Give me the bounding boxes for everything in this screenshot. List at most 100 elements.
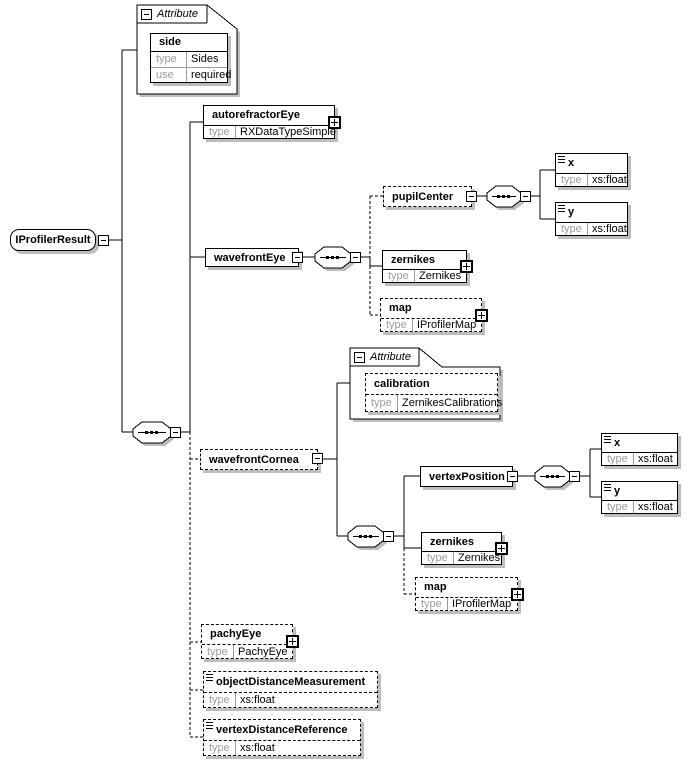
type-value: xs:float [592, 174, 627, 186]
simple-type-icon [604, 436, 611, 444]
element-objectDistanceMeasurement[interactable]: objectDistanceMeasurement type xs:float [203, 671, 378, 708]
type-label: type [556, 223, 588, 235]
element-zernikes[interactable]: zernikes type Zernikes [382, 250, 467, 283]
element-y[interactable]: y type xs:float [601, 481, 678, 514]
type-value: xs:float [592, 223, 627, 235]
expand-icon[interactable] [475, 309, 488, 322]
type-label: type [422, 552, 454, 564]
element-x[interactable]: x type xs:float [555, 153, 628, 187]
element-name: x [614, 437, 621, 449]
collapse-icon[interactable] [466, 191, 477, 202]
expand-icon[interactable] [511, 588, 524, 601]
element-wavefrontCornea[interactable]: wavefrontCornea [200, 449, 318, 470]
element-name: y [614, 485, 621, 497]
element-zernikes[interactable]: zernikes type Zernikes [421, 532, 502, 565]
element-name: y [568, 206, 575, 218]
collapse-icon[interactable] [383, 531, 394, 542]
simple-type-icon [604, 484, 611, 492]
use-value: required [191, 68, 232, 81]
element-name: zernikes [383, 251, 466, 270]
element-name: autorefractorEye [204, 106, 334, 126]
sequence-compositor [534, 465, 573, 490]
type-label: type [381, 319, 413, 331]
element-map[interactable]: map type IProfilerMap [415, 577, 518, 611]
type-value: xs:float [240, 742, 275, 754]
element-y[interactable]: y type xs:float [555, 202, 628, 236]
type-value: IProfilerMap [452, 598, 512, 610]
collapse-icon[interactable] [141, 9, 152, 20]
sequence-compositor [314, 246, 354, 271]
sequence-compositor [132, 421, 174, 446]
element-autorefractorEye[interactable]: autorefractorEye type RXDataTypeSimple [203, 105, 336, 139]
type-value: ZernikesCalibrations [402, 397, 503, 409]
element-x[interactable]: x type xs:float [601, 433, 678, 466]
collapse-icon[interactable] [350, 252, 361, 263]
type-value: xs:float [638, 501, 673, 513]
element-name: wavefrontEye [214, 251, 286, 264]
element-map[interactable]: map type IProfilerMap [380, 298, 482, 332]
simple-type-icon [558, 205, 565, 213]
type-label: type [204, 693, 236, 707]
type-label: type [416, 598, 448, 610]
element-name: vertexPosition [429, 470, 505, 483]
expand-icon[interactable] [328, 116, 341, 129]
element-name: objectDistanceMeasurement [216, 676, 366, 688]
type-label: type [151, 52, 187, 67]
collapse-icon[interactable] [292, 252, 303, 263]
element-name: map [381, 299, 481, 319]
collapse-icon[interactable] [312, 453, 323, 464]
expand-icon[interactable] [286, 635, 299, 648]
element-name: IProfilerResult [15, 234, 91, 246]
collapse-icon[interactable] [520, 191, 531, 202]
type-value: PachyEye [238, 645, 288, 658]
element-wavefrontEye[interactable]: wavefrontEye [205, 248, 299, 267]
element-IProfilerResult[interactable]: IProfilerResult [10, 229, 96, 251]
element-name: wavefrontCornea [209, 453, 299, 466]
element-vertexDistanceReference[interactable]: vertexDistanceReference type xs:float [203, 719, 361, 756]
attribute-tab-outline [137, 5, 208, 24]
type-label: type [366, 395, 398, 411]
type-label: type [204, 741, 236, 755]
element-name: vertexDistanceReference [216, 724, 348, 736]
simple-type-icon [558, 156, 565, 164]
element-name: pachyEye [202, 625, 292, 645]
element-name: zernikes [422, 533, 501, 552]
element-vertexPosition[interactable]: vertexPosition [420, 466, 513, 487]
collapse-icon[interactable] [98, 235, 109, 246]
attribute-group-label: Attribute [370, 351, 411, 363]
element-pachyEye[interactable]: pachyEye type PachyEye [201, 624, 293, 659]
type-label: type [602, 501, 634, 513]
element-name: map [416, 578, 517, 598]
type-value: RXDataTypeSimple [240, 126, 336, 138]
type-value: xs:float [638, 453, 673, 465]
sequence-compositor [486, 185, 524, 210]
type-value: IProfilerMap [417, 319, 477, 331]
attribute-group-label: Attribute [157, 8, 198, 20]
collapse-icon[interactable] [507, 471, 518, 482]
element-name: pupilCenter [392, 190, 454, 203]
type-value: Zernikes [419, 270, 462, 282]
type-value: Sides [191, 53, 219, 66]
expand-icon[interactable] [460, 260, 473, 273]
attribute-side[interactable]: side type Sides use required [150, 33, 232, 83]
attribute-calibration[interactable]: calibration type ZernikesCalibrations [365, 373, 502, 412]
collapse-icon[interactable] [569, 471, 580, 482]
type-label: type [204, 126, 236, 138]
attribute-name: side [151, 34, 227, 52]
element-pupilCenter[interactable]: pupilCenter [383, 186, 472, 207]
collapse-icon[interactable] [354, 352, 365, 363]
type-value: Zernikes [458, 552, 501, 564]
connector-lines-solid [96, 49, 601, 549]
expand-icon[interactable] [495, 542, 508, 555]
type-label: type [602, 453, 634, 465]
type-value: xs:float [240, 694, 275, 706]
attribute-tab-outline [350, 348, 420, 367]
simple-type-icon [206, 674, 213, 682]
type-label: type [383, 270, 415, 282]
type-label: type [202, 645, 234, 658]
connector-lines-dashed [189, 195, 415, 738]
collapse-icon[interactable] [170, 427, 181, 438]
use-label: use [151, 67, 187, 82]
